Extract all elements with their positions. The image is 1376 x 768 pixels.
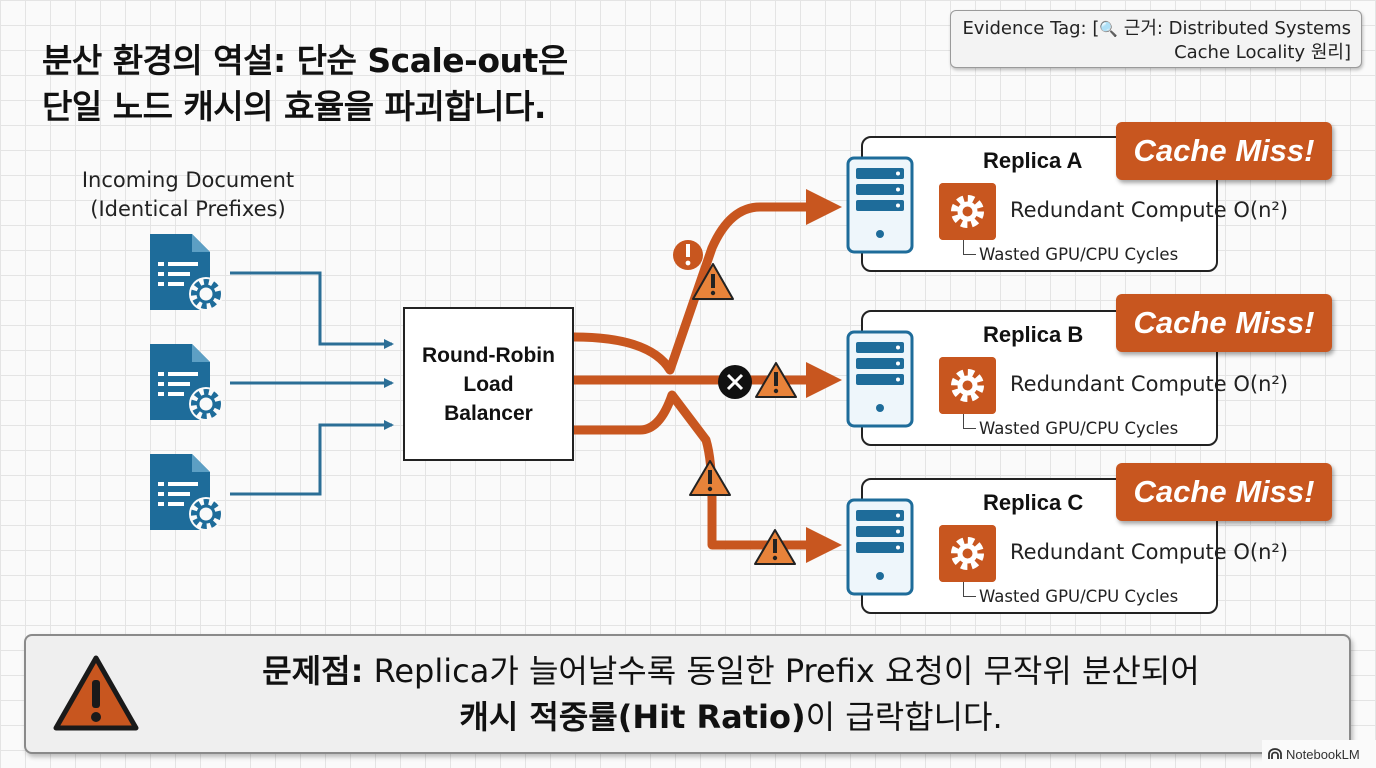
distribution-arrowheads — [806, 189, 842, 563]
evidence-line-1-rest: 근거: Distributed Systems — [1118, 18, 1351, 39]
notebooklm-badge: NotebookLM — [1262, 740, 1376, 768]
page-title: 분산 환경의 역설: 단순 Scale-out은 단일 노드 캐시의 효율을 파… — [42, 38, 742, 130]
warning-triangle-icon — [692, 263, 734, 300]
evidence-tag: Evidence Tag: [🔍 근거: Distributed Systems… — [950, 10, 1362, 68]
replica-name: Replica C — [983, 490, 1084, 515]
connector-hook — [963, 240, 976, 255]
evidence-line-1: Evidence Tag: [🔍 근거: Distributed Systems — [951, 17, 1351, 41]
cache-miss-badge: Cache Miss! — [1116, 294, 1332, 352]
incoming-line-2: (Identical Prefixes) — [90, 197, 286, 221]
gear-icon — [939, 357, 996, 414]
warning-triangle-icon — [754, 529, 796, 565]
redundant-compute-label: Redundant Compute O(n²) — [1010, 372, 1289, 396]
problem-label: 문제점: — [262, 652, 364, 690]
replica-c-card: Replica C Redundant Compute O(n²) Wasted… — [861, 478, 1288, 614]
notebooklm-logo-icon — [1268, 748, 1282, 759]
wasted-cycles-label: Wasted GPU/CPU Cycles — [979, 419, 1179, 438]
arrowhead-a — [806, 189, 842, 225]
document-gear-icon — [150, 454, 223, 531]
problem-text: 문제점: Replica가 늘어날수록 동일한 Prefix 요청이 무작위 분… — [176, 648, 1286, 740]
route-to-replica-a — [573, 202, 812, 375]
problem-banner: 문제점: Replica가 늘어날수록 동일한 Prefix 요청이 무작위 분… — [24, 634, 1351, 754]
x-circle-icon — [718, 365, 752, 399]
redundant-compute-label: Redundant Compute O(n²) — [1010, 540, 1289, 564]
cache-miss-badge: Cache Miss! — [1116, 122, 1332, 180]
warning-triangle-icon — [689, 460, 731, 496]
warning-triangle-icon — [755, 362, 797, 398]
load-balancer-box: Round-Robin Load Balancer — [403, 307, 574, 461]
exclamation-circle-icon — [673, 240, 703, 270]
gear-icon — [939, 525, 996, 582]
problem-line-1-rest: Replica가 늘어날수록 동일한 Prefix 요청이 무작위 분산되어 — [363, 652, 1200, 690]
lb-line-1: Round-Robin — [422, 343, 555, 367]
incoming-line-1: Incoming Document — [81, 168, 295, 192]
arrowhead-c — [806, 527, 842, 563]
wasted-cycles-label: Wasted GPU/CPU Cycles — [979, 245, 1179, 264]
server-icon — [846, 156, 914, 254]
replica-b-card: Replica B Redundant Compute O(n²) Wasted… — [861, 310, 1288, 446]
document-gear-icon — [150, 344, 223, 421]
redundant-compute-label: Redundant Compute O(n²) — [1010, 198, 1289, 222]
server-icon — [846, 498, 914, 596]
connector-hook — [963, 582, 976, 597]
input-arrows — [230, 271, 394, 496]
incoming-document-label: Incoming Document (Identical Prefixes) — [60, 166, 316, 224]
input-arrow-3 — [230, 420, 394, 496]
input-arrow-1 — [230, 271, 394, 349]
wasted-cycles-label: Wasted GPU/CPU Cycles — [979, 587, 1179, 606]
evidence-line-2: Cache Locality 원리] — [1174, 42, 1351, 63]
notebooklm-label: NotebookLM — [1286, 746, 1360, 762]
arrowhead-b — [806, 362, 842, 398]
problem-line-2-rest: 이 급락합니다. — [805, 698, 1003, 736]
title-line-1: 분산 환경의 역설: 단순 Scale-out은 — [42, 41, 568, 80]
replica-name: Replica B — [983, 322, 1084, 347]
title-line-2: 단일 노드 캐시의 효율을 파괴합니다. — [42, 87, 546, 126]
gear-icon — [939, 183, 996, 240]
server-icon — [846, 330, 914, 428]
connector-hook — [963, 414, 976, 429]
lb-line-2: Load — [463, 372, 514, 396]
document-gear-icon — [150, 234, 223, 311]
route-to-replica-c — [574, 390, 812, 550]
lb-line-3: Balancer — [444, 401, 533, 425]
warning-triangle-icon — [53, 655, 139, 731]
problem-hit-ratio: 캐시 적중률(Hit Ratio) — [459, 698, 806, 736]
magnifier-icon: 🔍 — [1099, 20, 1119, 38]
replica-a-card: Replica A Redundant Compute O(n²) Wasted… — [861, 136, 1288, 272]
problem-line-1: 문제점: Replica가 늘어날수록 동일한 Prefix 요청이 무작위 분… — [176, 648, 1286, 694]
cache-miss-badge: Cache Miss! — [1116, 463, 1332, 521]
replica-name: Replica A — [983, 148, 1083, 173]
evidence-prefix: Evidence Tag: [ — [962, 18, 1100, 39]
problem-line-2: 캐시 적중률(Hit Ratio)이 급락합니다. — [176, 694, 1286, 740]
